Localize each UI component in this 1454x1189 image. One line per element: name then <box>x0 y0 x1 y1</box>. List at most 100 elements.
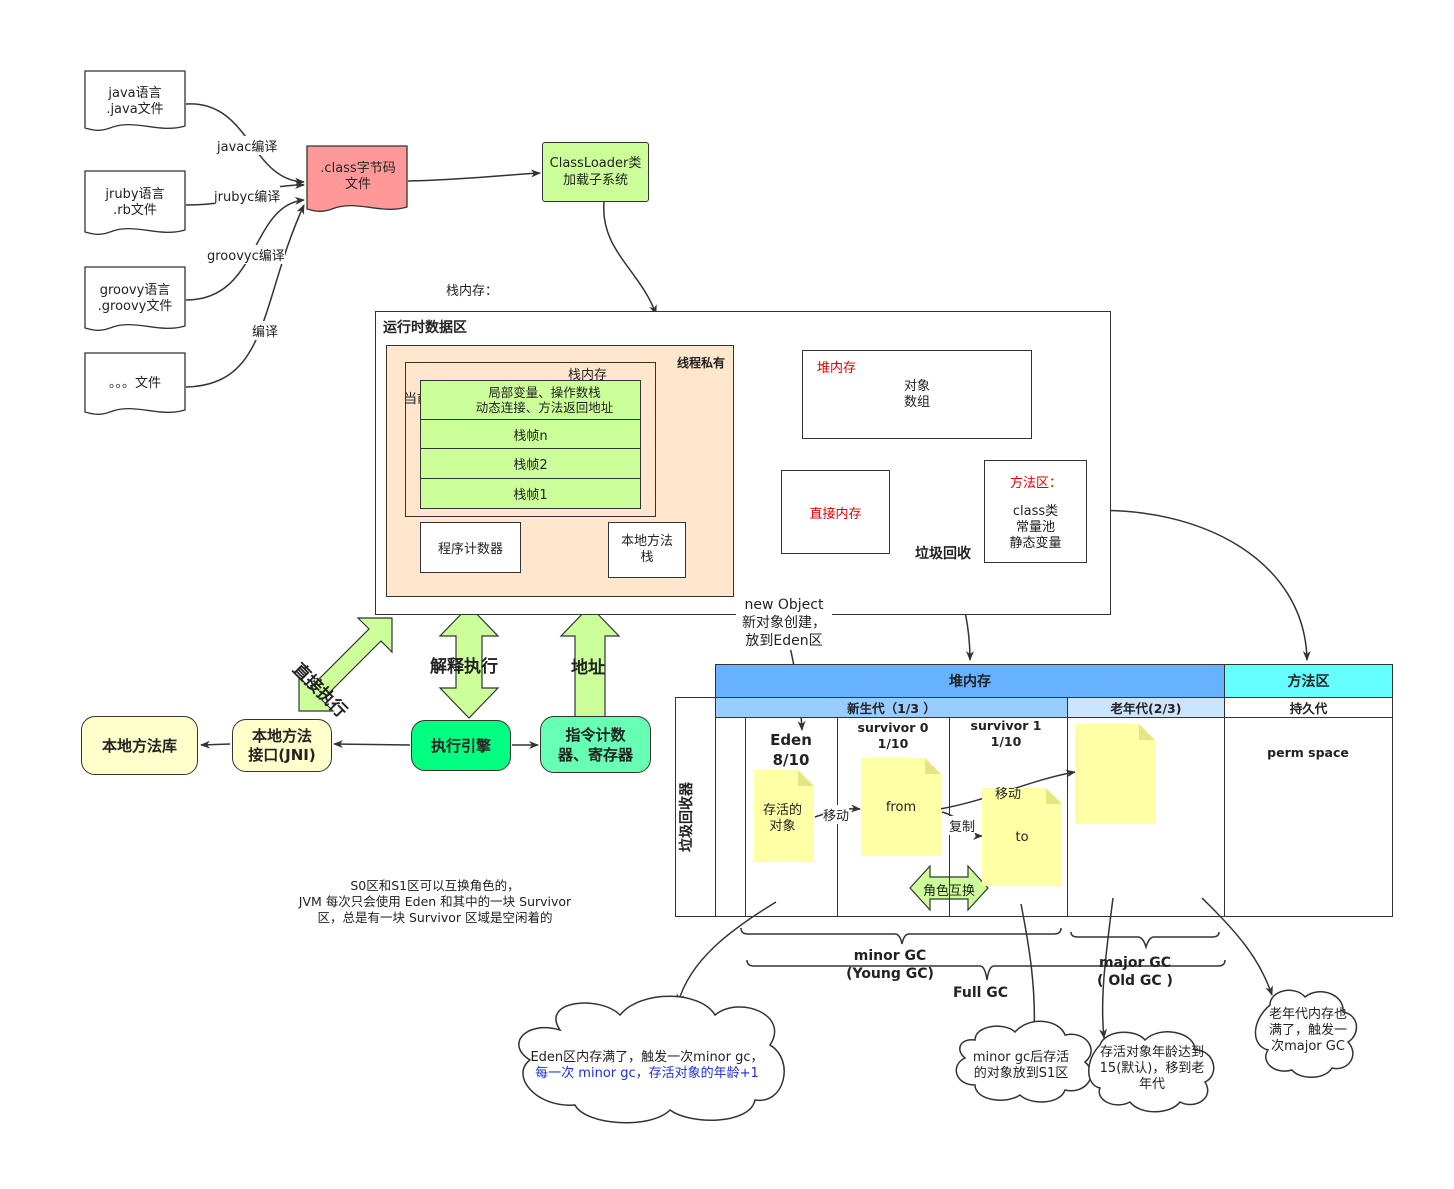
source-jruby-line2: .rb文件 <box>113 203 157 218</box>
edge-engine-jni <box>333 740 411 749</box>
cloud-eden-line1: Eden区内存满了，触发一次minor gc， <box>530 1050 764 1065</box>
edge-loader-runtime <box>603 201 657 315</box>
class-file-label: .class字节码文件 <box>320 161 396 192</box>
edge-s1-cloud <box>1020 903 1039 1035</box>
source-jruby-doc: jruby语言 .rb文件 <box>84 170 186 238</box>
source-groovy-doc: groovy语言 .groovy文件 <box>84 266 186 334</box>
heap-header-label: 堆内存 <box>949 674 991 690</box>
stack-memory-note: 栈内存： <box>446 284 499 299</box>
major-gc-line2: ( Old GC ) <box>1097 973 1173 989</box>
cloud-s1-text: minor gc后存活 的对象放到S1区 <box>962 1050 1080 1082</box>
frame-1-label: 栈帧1 <box>513 488 548 503</box>
native-stack-box: 本地方法栈 <box>608 522 686 578</box>
edge-compile <box>185 204 305 388</box>
cloud-old-text: 老年代内存也 满了，触发一 次major GC <box>1258 1007 1358 1055</box>
interpret-label: 解释执行 <box>430 657 498 677</box>
edge-label-javac: javac编译 <box>217 136 278 155</box>
heap-box: 堆内存 对象 数组 <box>802 350 1032 439</box>
brace-minor <box>740 927 1062 945</box>
cloud-old-line1: 老年代内存也 <box>1268 1007 1347 1022</box>
method-header-label: 方法区 <box>1287 674 1330 690</box>
address-label: 地址 <box>571 658 605 678</box>
s0-name: survivor 0 <box>857 720 929 735</box>
source-groovy-line2: .groovy文件 <box>97 299 173 314</box>
cloud-age-line1: 存活对象年龄达到 <box>1099 1045 1204 1060</box>
major-gc-line1: major GC <box>1099 955 1171 971</box>
survivor-note-line1: S0区和S1区可以互换角色的， <box>350 878 520 893</box>
edge-label-groovyc: groovyc编译 <box>207 245 285 264</box>
method-item-constants: 常量池 <box>1015 520 1055 535</box>
cloud-age-text: 存活对象年龄达到 15(默认)，移到老 年代 <box>1092 1045 1212 1093</box>
cloud-old <box>1254 989 1358 1078</box>
pc-register-line2: 器、寄存器 <box>557 745 633 764</box>
to-note <box>982 788 1062 886</box>
method-area-title: 方法区： <box>1010 476 1063 491</box>
cloud-age-line3: 年代 <box>1138 1077 1165 1092</box>
young-gen-label: 新生代（1/3 ） <box>847 701 936 716</box>
perm-gen-label: 持久代 <box>1289 701 1328 716</box>
survivor-note-line3: 区，总是有一块 Survivor 区域是空闲着的 <box>317 910 553 925</box>
stack-memory-title: 栈内存 <box>568 368 608 383</box>
frame-2: 栈帧2 <box>420 448 641 479</box>
major-gc-label: major GC ( Old GC ) <box>1075 954 1195 990</box>
edge-method-table <box>1085 509 1311 661</box>
direct-memory-label: 直接内存 <box>809 506 862 522</box>
classloader-line2: 加载子系统 <box>562 173 628 188</box>
source-jruby-line1: jruby语言 <box>105 187 165 202</box>
full-gc-label: Full GC <box>953 985 1009 1001</box>
edge-perm-cloud <box>1201 897 1273 996</box>
cloud-old-line2: 满了，触发一 <box>1268 1023 1347 1038</box>
to-label: to <box>1015 830 1029 845</box>
frame-n-label: 栈帧n <box>513 428 548 444</box>
s1-name: survivor 1 <box>970 718 1042 733</box>
frame-detail-1: 局部变量、操作数栈 <box>488 385 601 400</box>
jni-box: 本地方法 接口(JNI) <box>232 719 332 772</box>
program-counter-label: 程序计数器 <box>437 542 503 557</box>
pc-register-line1: 指令计数 <box>565 725 626 744</box>
s0-header: survivor 0 1/10 <box>838 720 948 752</box>
minor-gc-line2: (Young GC) <box>846 966 934 982</box>
edge-eden-cloud <box>676 901 777 1004</box>
source-groovy-line1: groovy语言 <box>99 283 171 298</box>
move-label-1: 移动 <box>823 805 850 824</box>
frame-n: 栈帧n <box>420 419 641 449</box>
method-item-static: 静态变量 <box>1009 536 1062 551</box>
jni-line1: 本地方法 <box>251 726 312 745</box>
s0-ratio: 1/10 <box>877 736 909 751</box>
cloud-age-line2: 15(默认)，移到老 <box>1099 1061 1205 1076</box>
perm-space-label: perm space <box>1267 745 1349 760</box>
perm-column <box>1224 717 1393 917</box>
brace-major <box>1070 931 1220 950</box>
heap-title: 堆内存 <box>817 361 857 376</box>
alive-objects-line1: 存活的 <box>762 803 802 818</box>
classloader-line1: ClassLoader类 <box>549 156 642 171</box>
method-item-class: class类 <box>1012 504 1059 519</box>
brace-full <box>746 959 1226 981</box>
alive-objects-label: 存活的 对象 <box>754 803 811 835</box>
method-header: 方法区 <box>1224 664 1393 698</box>
current-frame-box: 局部变量、操作数栈 动态连接、方法返回地址 <box>420 380 641 420</box>
swap-label: 角色互换 <box>923 884 976 899</box>
eden-name: Eden <box>770 731 812 749</box>
direct-exec-arrow <box>298 617 393 712</box>
frame-1: 栈帧1 <box>420 478 641 509</box>
perm-gen-header: 持久代 <box>1224 697 1393 718</box>
eden-ratio: 8/10 <box>772 751 810 769</box>
interpret-arrow <box>438 605 500 719</box>
edge-label-jrubyc: jrubyc编译 <box>214 186 281 205</box>
runtime-title: 运行时数据区 <box>383 320 467 336</box>
cloud-eden <box>518 995 785 1124</box>
alive-objects-line2: 对象 <box>769 819 796 834</box>
cloud-eden-text: Eden区内存满了，触发一次minor gc， 每一次 minor gc，存活对… <box>522 1050 772 1082</box>
from-label: from <box>885 800 917 815</box>
edge-jni-lib <box>200 740 231 749</box>
native-stack-label: 本地方法栈 <box>620 534 673 565</box>
direct-memory-box: 直接内存 <box>781 470 890 554</box>
old-gen-label: 老年代(2/3) <box>1110 701 1182 716</box>
native-library: 本地方法库 <box>81 716 198 775</box>
heap-line2: 数组 <box>903 395 930 410</box>
native-library-label: 本地方法库 <box>101 737 177 755</box>
old-gen-note <box>1075 724 1155 824</box>
edge-label-compile: 编译 <box>252 321 279 340</box>
